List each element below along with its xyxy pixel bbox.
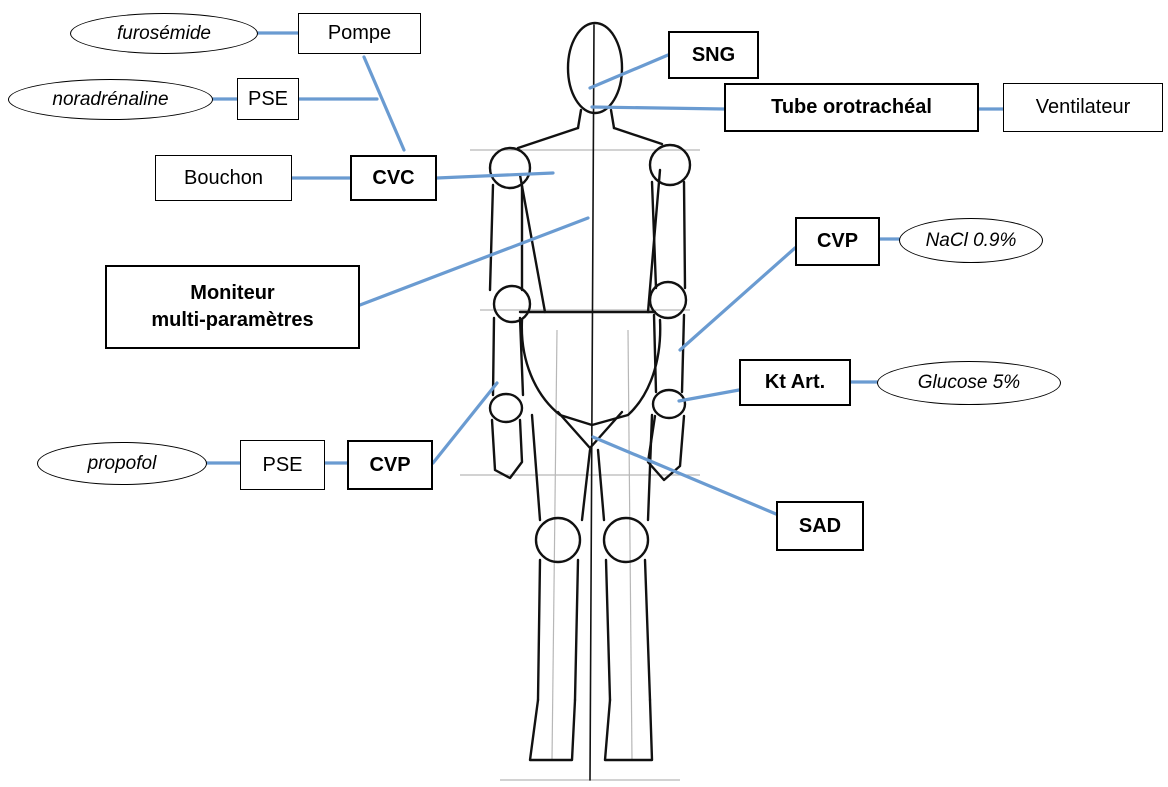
cvp-right-box: CVP: [795, 217, 880, 266]
sng-box: SNG: [668, 31, 759, 79]
glucose-oval: Glucose 5%: [877, 361, 1061, 405]
bouchon-box: Bouchon: [155, 155, 292, 201]
kt-art-box: Kt Art.: [739, 359, 851, 406]
nacl-oval: NaCl 0.9%: [899, 218, 1043, 263]
body-guide-lines: [460, 150, 700, 780]
pse-top-box: PSE: [237, 78, 299, 120]
furosemide-oval: furosémide: [70, 13, 258, 54]
cvc-box: CVC: [350, 155, 437, 201]
cvp-left-box: CVP: [347, 440, 433, 490]
tube-orotracheal-box: Tube orotrachéal: [724, 83, 979, 132]
propofol-oval: propofol: [37, 442, 207, 485]
sad-box: SAD: [776, 501, 864, 551]
noradrenaline-oval: noradrénaline: [8, 79, 213, 120]
pse-bottom-box: PSE: [240, 440, 325, 490]
mannequin-sketch: [490, 23, 690, 780]
pompe-box: Pompe: [298, 13, 421, 54]
moniteur-label-line1: Moniteur: [190, 280, 274, 307]
moniteur-label-line2: multi-paramètres: [151, 307, 313, 334]
ventilateur-box: Ventilateur: [1003, 83, 1163, 132]
moniteur-box: Moniteur multi-paramètres: [105, 265, 360, 349]
